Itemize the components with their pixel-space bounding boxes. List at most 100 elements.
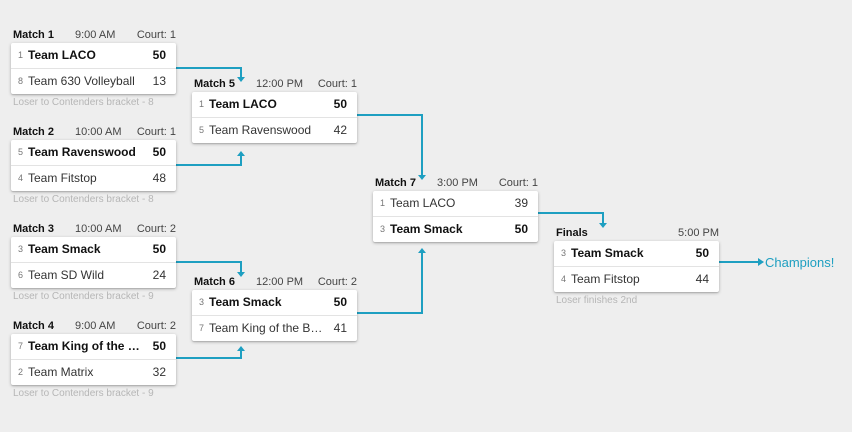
connector-m6-m7 bbox=[357, 253, 423, 314]
match-7[interactable]: Match 7 3:00 PM Court: 1 1 Team LACO 39 … bbox=[373, 175, 538, 242]
match-name: Finals bbox=[556, 227, 588, 239]
team-score: 50 bbox=[152, 48, 166, 62]
match-card[interactable]: 1 Team LACO 39 3 Team Smack 50 bbox=[373, 191, 538, 242]
team-row[interactable]: 8 Team 630 Volleyball 13 bbox=[11, 68, 176, 94]
match-1[interactable]: Match 1 9:00 AM Court: 1 1 Team LACO 50 … bbox=[11, 27, 176, 108]
team-score: 24 bbox=[152, 268, 166, 282]
connector-m1-m5 bbox=[176, 67, 242, 77]
connector-m7-finals bbox=[538, 212, 604, 223]
arrow-m6-m7 bbox=[418, 248, 426, 253]
team-score: 50 bbox=[152, 145, 166, 159]
match-name: Match 6 bbox=[194, 276, 235, 288]
team-row[interactable]: 4 Team Fitstop 48 bbox=[11, 165, 176, 191]
match-note: Loser to Contenders bracket - 8 bbox=[13, 97, 154, 108]
match-card[interactable]: 3 Team Smack 50 7 Team King of the Beach… bbox=[192, 290, 357, 341]
match-note: Loser finishes 2nd bbox=[556, 295, 638, 306]
match-time: 12:00 PM bbox=[256, 276, 304, 288]
team-score: 48 bbox=[152, 171, 166, 185]
team-row[interactable]: 5 Team Ravenswood 50 bbox=[11, 140, 176, 165]
team-seed: 3 bbox=[199, 297, 205, 307]
match-name: Match 2 bbox=[13, 126, 54, 138]
match-court: Court: 1 bbox=[136, 126, 176, 138]
team-row[interactable]: 1 Team LACO 50 bbox=[192, 92, 357, 117]
team-row[interactable]: 2 Team Matrix 32 bbox=[11, 359, 176, 385]
team-score: 13 bbox=[152, 74, 166, 88]
match-time: 12:00 PM bbox=[256, 78, 304, 90]
team-seed: 1 bbox=[199, 99, 205, 109]
team-row[interactable]: 3 Team Smack 50 bbox=[192, 290, 357, 315]
team-row[interactable]: 3 Team Smack 50 bbox=[373, 216, 538, 242]
team-name: Team LACO bbox=[209, 97, 277, 111]
team-name: Team Fitstop bbox=[28, 171, 97, 185]
arrow-champ bbox=[758, 258, 764, 266]
match-court: Court: 1 bbox=[317, 78, 357, 90]
team-name: Team Matrix bbox=[28, 365, 94, 379]
team-seed: 5 bbox=[199, 125, 205, 135]
match-time: 9:00 AM bbox=[75, 29, 116, 41]
team-row[interactable]: 1 Team LACO 39 bbox=[373, 191, 538, 216]
connector-m5-m7 bbox=[357, 114, 423, 175]
match-header: Match 5 12:00 PM Court: 1 bbox=[192, 76, 357, 92]
team-score: 32 bbox=[152, 365, 166, 379]
match-name: Match 1 bbox=[13, 29, 54, 41]
match-court: Court: 2 bbox=[136, 320, 176, 332]
team-name: Team Smack bbox=[209, 295, 282, 309]
arrow-m3-m6 bbox=[237, 272, 245, 277]
match-card[interactable]: 1 Team LACO 50 5 Team Ravenswood 42 bbox=[192, 92, 357, 143]
connector-m3-m6 bbox=[176, 261, 242, 272]
match-note: Loser to Contenders bracket - 9 bbox=[13, 291, 154, 302]
match-time: 10:00 AM bbox=[75, 126, 122, 138]
team-seed: 1 bbox=[380, 198, 386, 208]
connector-m4-m6 bbox=[176, 350, 242, 359]
match-card[interactable]: 1 Team LACO 50 8 Team 630 Volleyball 13 bbox=[11, 43, 176, 94]
team-seed: 3 bbox=[18, 244, 24, 254]
team-row[interactable]: 1 Team LACO 50 bbox=[11, 43, 176, 68]
match-court: Court: 2 bbox=[136, 223, 176, 235]
match-name: Match 5 bbox=[194, 78, 235, 90]
team-row[interactable]: 3 Team Smack 50 bbox=[554, 241, 719, 266]
match-name: Match 4 bbox=[13, 320, 54, 332]
team-row[interactable]: 5 Team Ravenswood 42 bbox=[192, 117, 357, 143]
match-finals[interactable]: Finals 5:00 PM 3 Team Smack 50 4 Team Fi… bbox=[554, 225, 719, 306]
team-score: 50 bbox=[695, 246, 709, 260]
match-header: Match 6 12:00 PM Court: 2 bbox=[192, 274, 357, 290]
match-header: Finals 5:00 PM bbox=[554, 225, 719, 241]
match-header: Match 7 3:00 PM Court: 1 bbox=[373, 175, 538, 191]
arrow-m5-m7 bbox=[418, 175, 426, 180]
match-header: Match 1 9:00 AM Court: 1 bbox=[11, 27, 176, 43]
match-5[interactable]: Match 5 12:00 PM Court: 1 1 Team LACO 50… bbox=[192, 76, 357, 143]
match-3[interactable]: Match 3 10:00 AM Court: 2 3 Team Smack 5… bbox=[11, 221, 176, 302]
team-row[interactable]: 3 Team Smack 50 bbox=[11, 237, 176, 262]
team-seed: 8 bbox=[18, 76, 24, 86]
match-card[interactable]: 7 Team King of the Beach 50 2 Team Matri… bbox=[11, 334, 176, 385]
team-row[interactable]: 7 Team King of the Beach 50 bbox=[11, 334, 176, 359]
team-name: Team LACO bbox=[28, 48, 96, 62]
match-4[interactable]: Match 4 9:00 AM Court: 2 7 Team King of … bbox=[11, 318, 176, 399]
match-card[interactable]: 3 Team Smack 50 6 Team SD Wild 24 bbox=[11, 237, 176, 288]
team-score: 50 bbox=[514, 222, 528, 236]
match-2[interactable]: Match 2 10:00 AM Court: 1 5 Team Ravensw… bbox=[11, 124, 176, 205]
match-time: 5:00 PM bbox=[678, 227, 719, 239]
team-name: Team Smack bbox=[571, 246, 644, 260]
team-name: Team SD Wild bbox=[28, 268, 105, 282]
team-score: 50 bbox=[333, 295, 347, 309]
team-score: 50 bbox=[333, 97, 347, 111]
team-seed: 7 bbox=[199, 323, 205, 333]
match-name: Match 7 bbox=[375, 177, 416, 189]
match-card[interactable]: 5 Team Ravenswood 50 4 Team Fitstop 48 bbox=[11, 140, 176, 191]
team-row[interactable]: 7 Team King of the Beach 41 bbox=[192, 315, 357, 341]
team-score: 42 bbox=[333, 123, 347, 137]
team-name: Team King of the Beach bbox=[209, 321, 329, 335]
team-row[interactable]: 6 Team SD Wild 24 bbox=[11, 262, 176, 288]
match-card[interactable]: 3 Team Smack 50 4 Team Fitstop 44 bbox=[554, 241, 719, 292]
team-seed: 7 bbox=[18, 341, 24, 351]
match-6[interactable]: Match 6 12:00 PM Court: 2 3 Team Smack 5… bbox=[192, 274, 357, 341]
team-row[interactable]: 4 Team Fitstop 44 bbox=[554, 266, 719, 292]
match-court: Court: 1 bbox=[136, 29, 176, 41]
match-court: Court: 1 bbox=[498, 177, 538, 189]
team-name: Team Ravenswood bbox=[209, 123, 312, 137]
team-seed: 1 bbox=[18, 50, 24, 60]
match-header: Match 4 9:00 AM Court: 2 bbox=[11, 318, 176, 334]
team-name: Team Smack bbox=[28, 242, 101, 256]
